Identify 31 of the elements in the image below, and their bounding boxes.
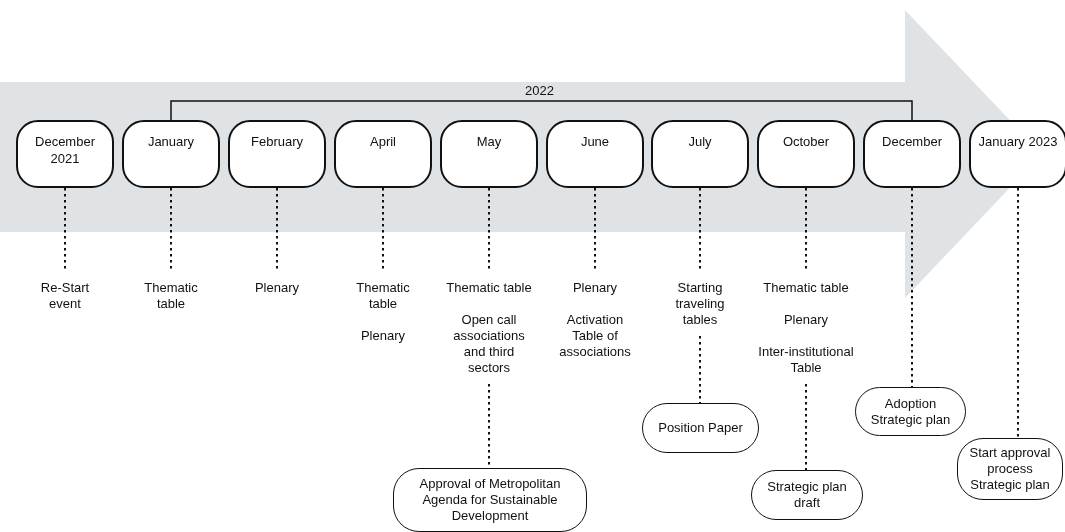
outcome-box: Adoption Strategic plan	[855, 387, 966, 436]
month-box: December	[863, 120, 961, 188]
month-box: June	[546, 120, 644, 188]
month-box: April	[334, 120, 432, 188]
activity-text: Starting traveling tables	[674, 280, 726, 328]
activity-text: Thematic table	[445, 280, 533, 296]
activity-text: Thematic table	[355, 280, 411, 312]
activity-text: Activation Table of associations	[558, 312, 632, 360]
month-box: October	[757, 120, 855, 188]
month-box: December 2021	[16, 120, 114, 188]
activity-text: Thematic table	[762, 280, 850, 296]
activity-text: Open call associations and third sectors	[452, 312, 526, 376]
activity-text: Thematic table	[143, 280, 199, 312]
outcome-box: Start approval process Strategic plan	[957, 438, 1063, 500]
outcome-box: Strategic plan draft	[751, 470, 863, 520]
dotted-connector	[1017, 187, 1019, 439]
activity-text: Plenary	[782, 312, 830, 328]
month-box: January	[122, 120, 220, 188]
activity-text: Plenary	[359, 328, 407, 344]
month-box: February	[228, 120, 326, 188]
year-label: 2022	[525, 83, 554, 98]
activity-text: Plenary	[253, 280, 301, 296]
dotted-connector	[805, 383, 807, 471]
outcome-box: Position Paper	[642, 403, 759, 453]
activity-text: Inter-institutional Table	[757, 344, 855, 376]
month-box: May	[440, 120, 538, 188]
month-box: July	[651, 120, 749, 188]
activity-text: Plenary	[571, 280, 619, 296]
outcome-box: Approval of Metropolitan Agenda for Sustainable Development	[393, 468, 587, 532]
activity-text: Re-Start event	[39, 280, 91, 312]
month-box: January 2023	[969, 120, 1065, 188]
